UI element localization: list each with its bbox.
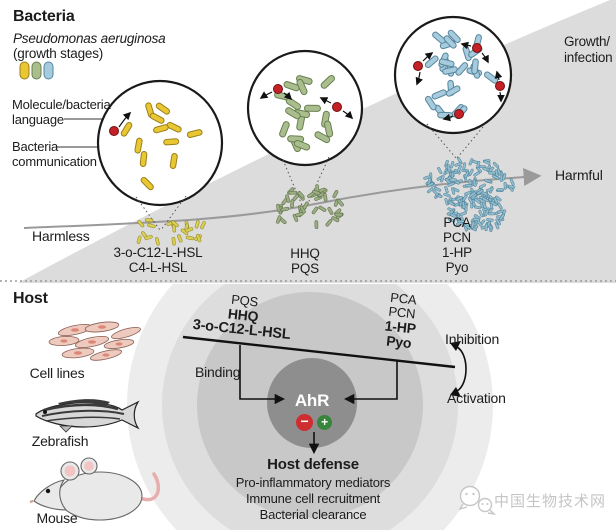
harmless-label: Harmless (32, 228, 90, 244)
zebrafish-illustration (35, 399, 140, 433)
stage2-molecules: HHQ PQS (290, 246, 320, 277)
host-defense-title: Host defense (267, 456, 359, 473)
ahr-receptor-circle (267, 358, 357, 448)
wechat-watermark-icon (458, 485, 497, 516)
growth-stages-legend-icon (19, 61, 54, 80)
model-label-zebrafish: Zebrafish (31, 433, 89, 449)
cluster-mid (276, 184, 344, 229)
bacteria-circle-early (96, 79, 224, 207)
activation-label: Activation (447, 390, 506, 406)
stage3-molecules: PCA PCN 1-HP Pyo (442, 215, 472, 276)
host-signals-right: PCA PCN 1-HP Pyo (358, 288, 444, 354)
growth-stages-note: (growth stages) (13, 46, 104, 61)
growth-infection-label: Growth/ infection (564, 34, 613, 66)
ahr-label: AhR (294, 391, 330, 410)
cluster-early (136, 218, 206, 246)
bacteria-section-title: Bacteria (13, 8, 75, 25)
inhibition-label: Inhibition (445, 331, 500, 347)
defense-item-3: Bacterial clearance (259, 507, 367, 522)
species-name: Pseudomonas aeruginosa (13, 31, 166, 46)
defense-item-2: Immune cell recruitment (245, 491, 381, 506)
harmful-label: Harmful (555, 167, 603, 183)
molecule-language-label: Molecule/bacteria language (12, 97, 111, 127)
bacteria-circle-mid (246, 49, 364, 167)
watermark-text: 中国生物技术网 (494, 493, 607, 510)
bacteria-communication-label: Bacteria communication (12, 139, 97, 169)
host-signal-balance (182, 335, 467, 455)
bacteria-circle-late (393, 15, 513, 135)
signal-molecule-dot (109, 126, 119, 136)
model-label-cell-lines: Cell lines (29, 365, 85, 381)
cluster-biofilm (423, 157, 516, 233)
binding-label: Binding (195, 364, 241, 380)
defense-item-1: Pro-inflammatory mediators (235, 475, 391, 490)
projection-lines (135, 123, 484, 231)
growth-curve-arrow (23, 168, 542, 229)
mouse-illustration (29, 457, 161, 521)
host-target-rings (127, 284, 493, 530)
inhibition-activation-arc (456, 346, 467, 392)
model-label-mouse: Mouse (36, 510, 78, 526)
host-section-title: Host (13, 290, 48, 307)
inhibition-minus-badge: − (296, 414, 313, 431)
stage1-molecules: 3-o-C12-L-HSL C4-L-HSL (113, 245, 203, 276)
cell-lines-illustration (48, 321, 141, 361)
activation-plus-badge: + (317, 415, 332, 430)
